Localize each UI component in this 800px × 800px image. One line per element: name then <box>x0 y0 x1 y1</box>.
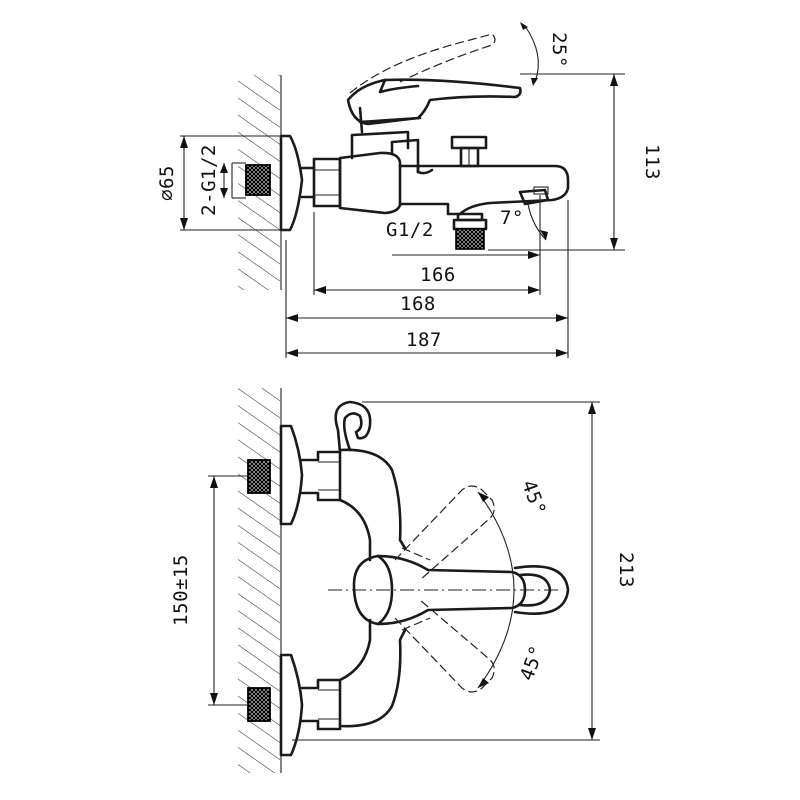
upper-inlet-front <box>247 424 342 526</box>
hex-nut-side <box>300 157 342 208</box>
lever-tilted-dashed <box>349 33 496 94</box>
dimension-lines-front <box>208 401 600 741</box>
label-dim-113: 113 <box>641 144 663 180</box>
label-lever-tilt: 25° <box>548 32 570 68</box>
lever-rotated-lower-dashed <box>394 599 495 693</box>
wall-flange-side <box>279 134 304 232</box>
mixer-body-side <box>338 151 402 215</box>
label-dim-187: 187 <box>406 329 442 351</box>
label-outlet-thread: G1/2 <box>386 219 434 241</box>
mixer-body-front <box>338 448 407 728</box>
spout-outlet-side <box>452 212 488 250</box>
label-inlet-spacing: 150±15 <box>170 554 192 626</box>
dimension-lines-side <box>180 73 625 358</box>
label-inlet-thread: 2-G1/2 <box>198 144 220 216</box>
diverter-knob-side <box>450 135 488 168</box>
label-dim-213: 213 <box>615 552 637 588</box>
lever-rotated-upper-dashed <box>394 485 495 581</box>
inlet-pipe-side <box>231 162 271 199</box>
side-view: 166 168 187 113 G1/2 2-G1/2 ⌀65 25° 7° <box>156 22 663 358</box>
front-view: 150±15 213 45° 45° <box>170 388 637 773</box>
label-dim-166: 166 <box>420 264 456 286</box>
label-spout-angle: 7° <box>500 207 524 229</box>
hanger-hook-front <box>334 400 372 454</box>
lever-side <box>346 78 522 126</box>
label-dim-168: 168 <box>400 293 436 315</box>
label-lever-rot-upper: 45° <box>517 477 550 518</box>
label-lever-rot-lower: 45° <box>516 642 549 683</box>
lower-inlet-front <box>247 653 342 757</box>
spout-side <box>398 164 570 216</box>
label-flange-diameter: ⌀65 <box>156 165 178 201</box>
